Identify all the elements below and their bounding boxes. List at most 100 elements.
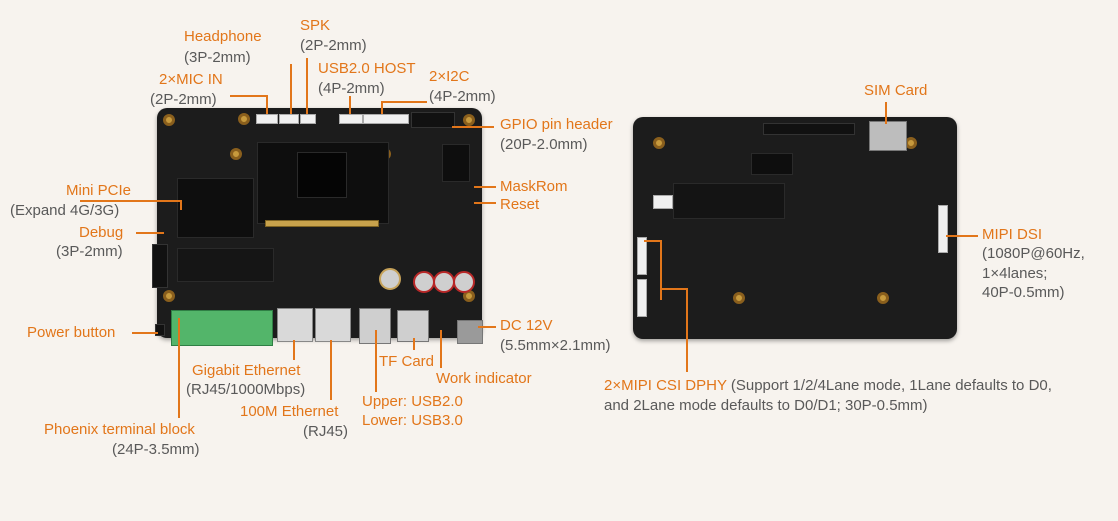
mounting-hole	[653, 137, 665, 149]
phoenix-terminal-block	[171, 310, 273, 346]
mini-pcie-slot	[177, 178, 254, 238]
label-i2c-spec: (4P-2mm)	[429, 88, 496, 105]
mounting-hole	[230, 148, 242, 160]
leader-line-mipi-csi	[644, 240, 662, 242]
label-100m-ethernet: 100M Ethernet	[240, 403, 339, 420]
label-mini-pcie: Mini PCIe	[66, 182, 132, 199]
leader-line-mic	[266, 95, 268, 114]
leader-line-mipi-dsi	[946, 235, 978, 237]
label-mipi-dsi-spec: (1080P@60Hz,	[982, 245, 1085, 262]
label-mini-pcie-spec: (Expand 4G/3G)	[10, 202, 120, 219]
leader-line-phoenix	[178, 318, 180, 418]
leader-line-i2c	[381, 101, 383, 114]
dc-jack	[457, 320, 483, 344]
capacitor	[433, 271, 455, 293]
label-power-button: Power button	[27, 324, 116, 341]
mipi-dsi-connector	[938, 205, 948, 253]
leader-line-reset	[474, 202, 496, 204]
spk-connector	[300, 114, 316, 124]
label-mipi-csi-spec: and 2Lane mode defaults to D0/D1; 30P-0.…	[604, 397, 928, 414]
ethernet-100m-port	[315, 308, 351, 342]
mounting-hole	[463, 114, 475, 126]
usb-host-connector	[339, 114, 363, 124]
wifi-module	[442, 144, 470, 182]
leader-line-power	[132, 332, 158, 334]
mounting-hole	[238, 113, 250, 125]
label-debug: Debug	[79, 224, 124, 241]
label-dc-spec: (5.5mm×2.1mm)	[500, 337, 611, 354]
mounting-hole	[733, 292, 745, 304]
leader-line-mic	[230, 95, 268, 97]
mini-pcie-side-slot	[152, 244, 168, 288]
label-mipi-csi-line1: 2×MIPI CSI DPHY (Support 1/2/4Lane mode,…	[604, 377, 1052, 395]
label-headphone-spec: (3P-2mm)	[184, 49, 251, 66]
leader-line-headphone	[290, 64, 292, 114]
board-back	[633, 117, 957, 339]
label-tf-card: TF Card	[379, 353, 435, 370]
leader-line-mipi-csi	[660, 240, 662, 300]
label-mipi-dsi: MIPI DSI	[982, 226, 1043, 243]
label-gpio: GPIO pin header	[500, 116, 613, 133]
label-usb-host: USB2.0 HOST	[318, 60, 416, 77]
capacitor	[379, 268, 401, 290]
label-reset: Reset	[500, 196, 540, 213]
leader-line-i2c	[381, 101, 427, 103]
back-component	[653, 195, 673, 209]
leader-line-maskrom	[474, 186, 496, 188]
mounting-hole	[163, 290, 175, 302]
leader-line-mini-pcie	[80, 200, 182, 202]
label-gpio-spec: (20P-2.0mm)	[500, 136, 588, 153]
back-chip	[673, 183, 785, 219]
label-sim-card: SIM Card	[864, 82, 928, 99]
label-headphone: Headphone	[184, 28, 262, 45]
label-phoenix: Phoenix terminal block	[44, 421, 195, 438]
leader-line-tf	[413, 338, 415, 350]
label-mic-in: 2×MIC IN	[159, 71, 223, 88]
label-mipi-csi: 2×MIPI CSI DPHY	[604, 377, 727, 394]
back-pin-row	[763, 123, 855, 135]
leader-line-debug	[136, 232, 164, 234]
label-100m-ethernet-spec: (RJ45)	[303, 423, 349, 440]
label-dc: DC 12V	[500, 317, 553, 334]
label-usb-host-spec: (4P-2mm)	[318, 80, 385, 97]
leader-line-mipi-csi	[686, 288, 688, 372]
label-mic-in-spec: (2P-2mm)	[150, 91, 217, 108]
tf-card-slot	[397, 310, 429, 342]
mipi-csi-connector	[637, 237, 647, 275]
mic-connector	[256, 114, 278, 124]
label-work-indicator: Work indicator	[436, 370, 532, 387]
back-chip	[751, 153, 793, 175]
headphone-connector	[279, 114, 299, 124]
mounting-hole	[163, 114, 175, 126]
leader-line-mipi-csi	[662, 288, 686, 290]
leader-line-dc	[478, 326, 496, 328]
gigabit-ethernet-port	[277, 308, 313, 342]
label-gigabit-ethernet: Gigabit Ethernet	[192, 362, 301, 379]
label-mipi-csi-spec: (Support 1/2/4Lane mode, 1Lane defaults …	[726, 377, 1052, 394]
label-mipi-dsi-spec: 1×4lanes;	[982, 265, 1048, 282]
mounting-hole	[877, 292, 889, 304]
leader-line-gigabit	[293, 340, 295, 360]
label-i2c: 2×I2C	[429, 68, 470, 85]
leader-line-usb-host	[349, 96, 351, 114]
mipi-csi-connector	[637, 279, 647, 317]
terminal-block-header	[177, 248, 274, 282]
label-maskrom: MaskRom	[500, 178, 568, 195]
board-front	[155, 108, 483, 346]
label-spk: SPK	[300, 17, 331, 34]
soc-chip	[297, 152, 347, 198]
label-spk-spec: (2P-2mm)	[300, 37, 367, 54]
capacitor	[453, 271, 475, 293]
leader-line-spk	[306, 58, 308, 114]
gpio-header	[411, 112, 455, 128]
leader-line-mini-pcie	[180, 200, 182, 210]
label-usb-upper: Upper: USB2.0	[362, 393, 463, 410]
label-mipi-dsi-spec: 40P-0.5mm)	[982, 284, 1065, 301]
leader-line-work	[440, 330, 442, 368]
leader-line-usb	[375, 330, 377, 392]
label-gigabit-ethernet-spec: (RJ45/1000Mbps)	[186, 381, 306, 398]
label-debug-spec: (3P-2mm)	[56, 243, 123, 260]
leader-line-sim	[885, 102, 887, 124]
leader-line-gpio	[452, 126, 494, 128]
